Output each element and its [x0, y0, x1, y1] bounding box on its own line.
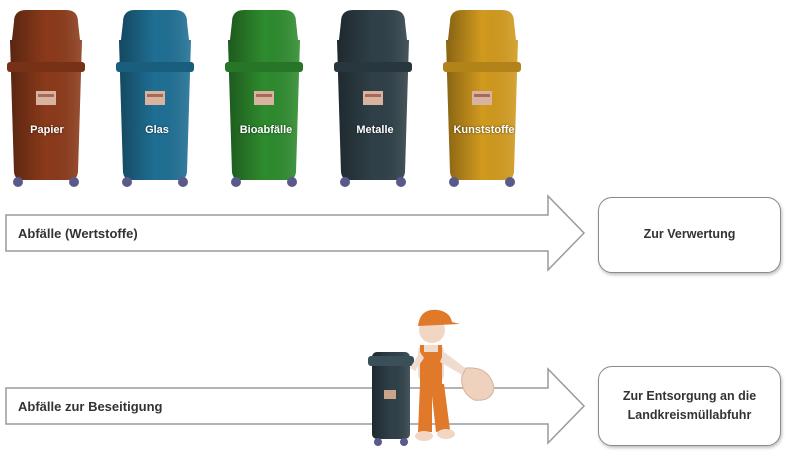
recycling-destination-text: Zur Verwertung	[644, 225, 736, 244]
disposal-destination-text: Zur Entsorgung an die Landkreismüllabfuh…	[623, 387, 756, 426]
recycling-destination-box: Zur Verwertung	[598, 197, 781, 273]
residual-waste-bin-icon	[368, 352, 414, 446]
disposal-destination-line2: Landkreismüllabfuhr	[623, 406, 756, 425]
bin-label-metalle: Metalle	[330, 124, 420, 136]
bin-icon-1	[116, 10, 194, 187]
disposal-destination-line1: Zur Entsorgung an die	[623, 387, 756, 406]
bin-label-kunststoffe: Kunststoffe	[439, 124, 529, 136]
disposal-label: Abfälle zur Beseitigung	[18, 399, 162, 414]
recycling-bins	[7, 10, 521, 187]
bin-label-glas: Glas	[112, 124, 202, 136]
bin-label-bioabfaelle: Bioabfälle	[221, 124, 311, 136]
bin-icon-0	[7, 10, 85, 187]
disposal-destination-box: Zur Entsorgung an die Landkreismüllabfuh…	[598, 366, 781, 446]
recyclables-label: Abfälle (Wertstoffe)	[18, 226, 138, 241]
bin-label-papier: Papier	[2, 124, 92, 136]
bin-icon-4	[443, 10, 521, 187]
bin-icon-2	[225, 10, 303, 187]
bin-icon-3	[334, 10, 412, 187]
